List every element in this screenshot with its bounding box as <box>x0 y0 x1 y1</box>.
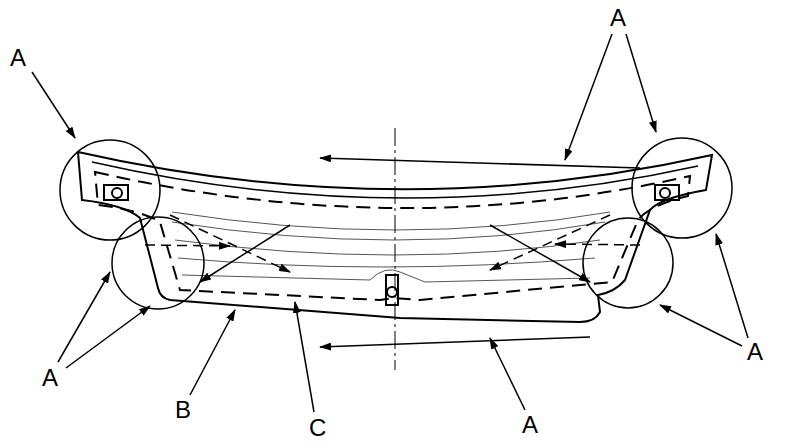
callout-letter: C <box>309 416 326 440</box>
callout-letter: A <box>747 340 763 364</box>
callout-letter: A <box>522 413 538 437</box>
callout-letter: A <box>610 6 626 30</box>
callout-letter: B <box>175 398 191 422</box>
callout-letter: A <box>42 366 58 390</box>
callout-letter: A <box>10 46 26 70</box>
